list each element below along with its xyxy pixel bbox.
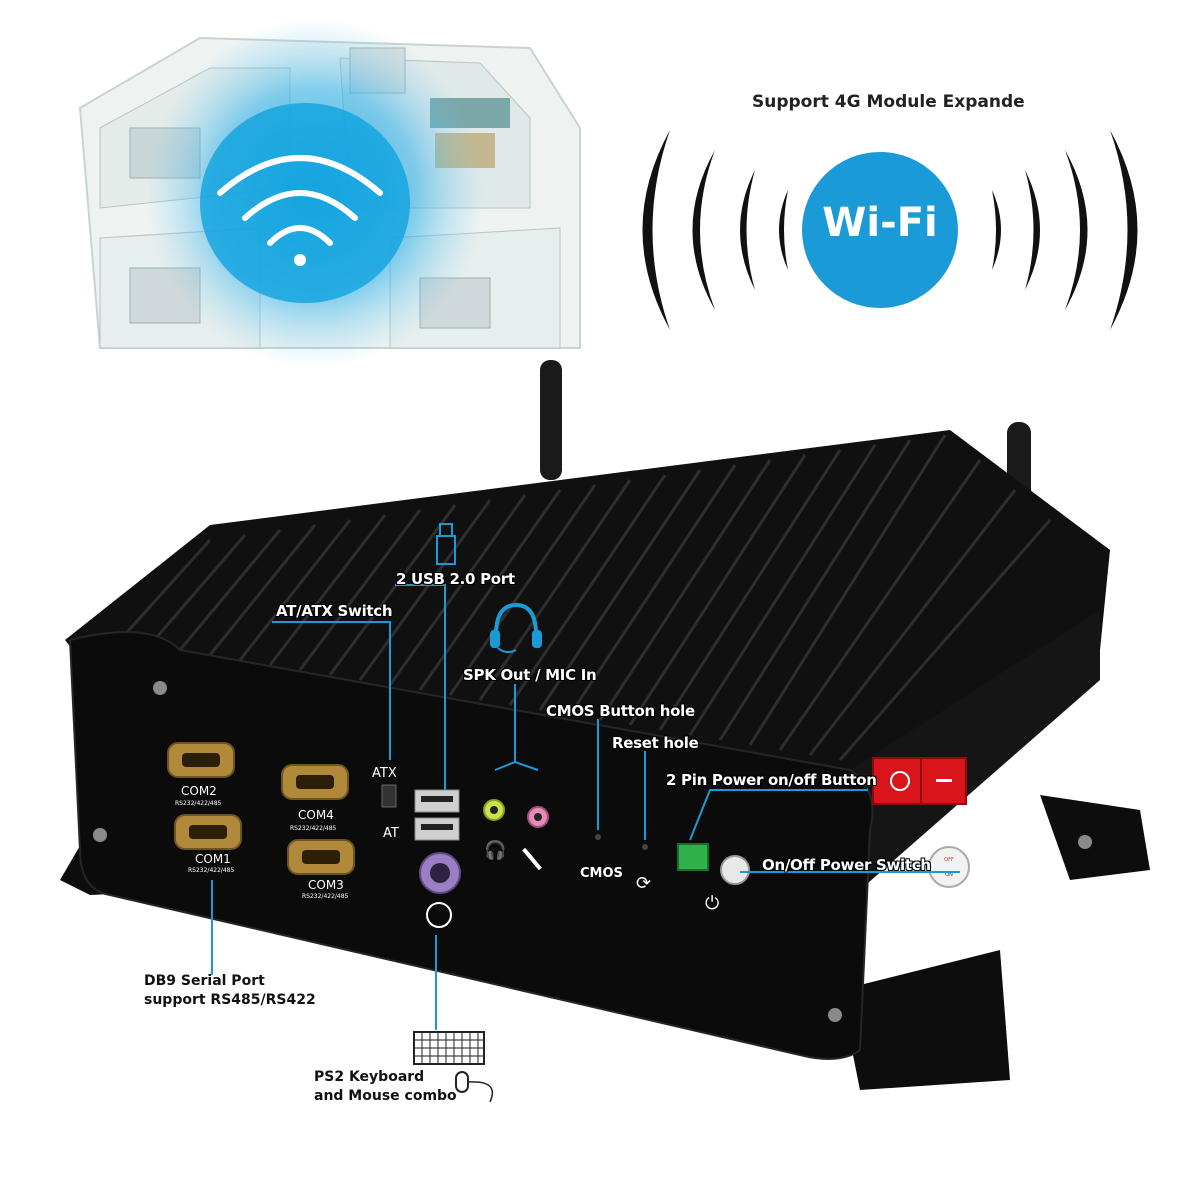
com3-label: COM3 [308,878,344,892]
wifi-icon [217,155,383,246]
ps2-mouse-icon [426,902,452,928]
headphone-icon: 🎧 [484,840,507,861]
callout-reset-hole: Reset hole [612,734,699,752]
ps2-label-line1: PS2 Keyboard [314,1069,425,1085]
switch-on-label: ON [945,872,953,878]
atx-label: ATX [372,766,397,781]
com4-label: COM4 [298,808,334,822]
callout-usb-ports: 2 USB 2.0 Port [396,570,515,588]
callout-at-atx-switch: AT/ATX Switch [276,602,393,620]
smart-home-floorplan-illustration [78,18,581,368]
com3-rs-label: RS232/422/485 [302,893,349,900]
callout-power-switch: On/Off Power Switch [762,856,931,874]
com2-rs-label: RS232/422/485 [175,800,222,807]
heading-4g-module: Support 4G Module Expande [752,92,1025,112]
red-power-button [872,757,967,805]
callout-speaker-mic: SPK Out / MIC In [463,666,597,684]
com1-label: COM1 [195,852,231,866]
keyboard-mouse-icon [413,1031,494,1103]
reset-icon: ⟳ [636,873,652,894]
wifi-badge-label: Wi-Fi [822,200,938,246]
com4-rs-label: RS232/422/485 [290,825,337,832]
switch-off-label: OFF [944,857,954,863]
mini-pc-device [60,360,1150,1090]
headset-icon [490,602,542,654]
at-label: AT [383,826,399,841]
ps2-label-line2: and Mouse combo [314,1088,457,1104]
com1-rs-label: RS232/422/485 [188,867,235,874]
cmos-panel-label: CMOS [580,866,623,881]
usb-icon [436,523,456,565]
db9-label-line1: DB9 Serial Port [144,973,265,989]
power-icon: ⏻ [705,893,720,914]
callout-cmos-button-hole: CMOS Button hole [546,702,695,720]
wifi-signal-waves [642,130,1138,330]
on-off-power-switch: OFF ON [928,846,970,888]
left-antenna [540,360,562,480]
db9-label-line2: support RS485/RS422 [144,992,316,1008]
com2-label: COM2 [181,784,217,798]
callout-power-button: 2 Pin Power on/off Button [666,771,877,789]
